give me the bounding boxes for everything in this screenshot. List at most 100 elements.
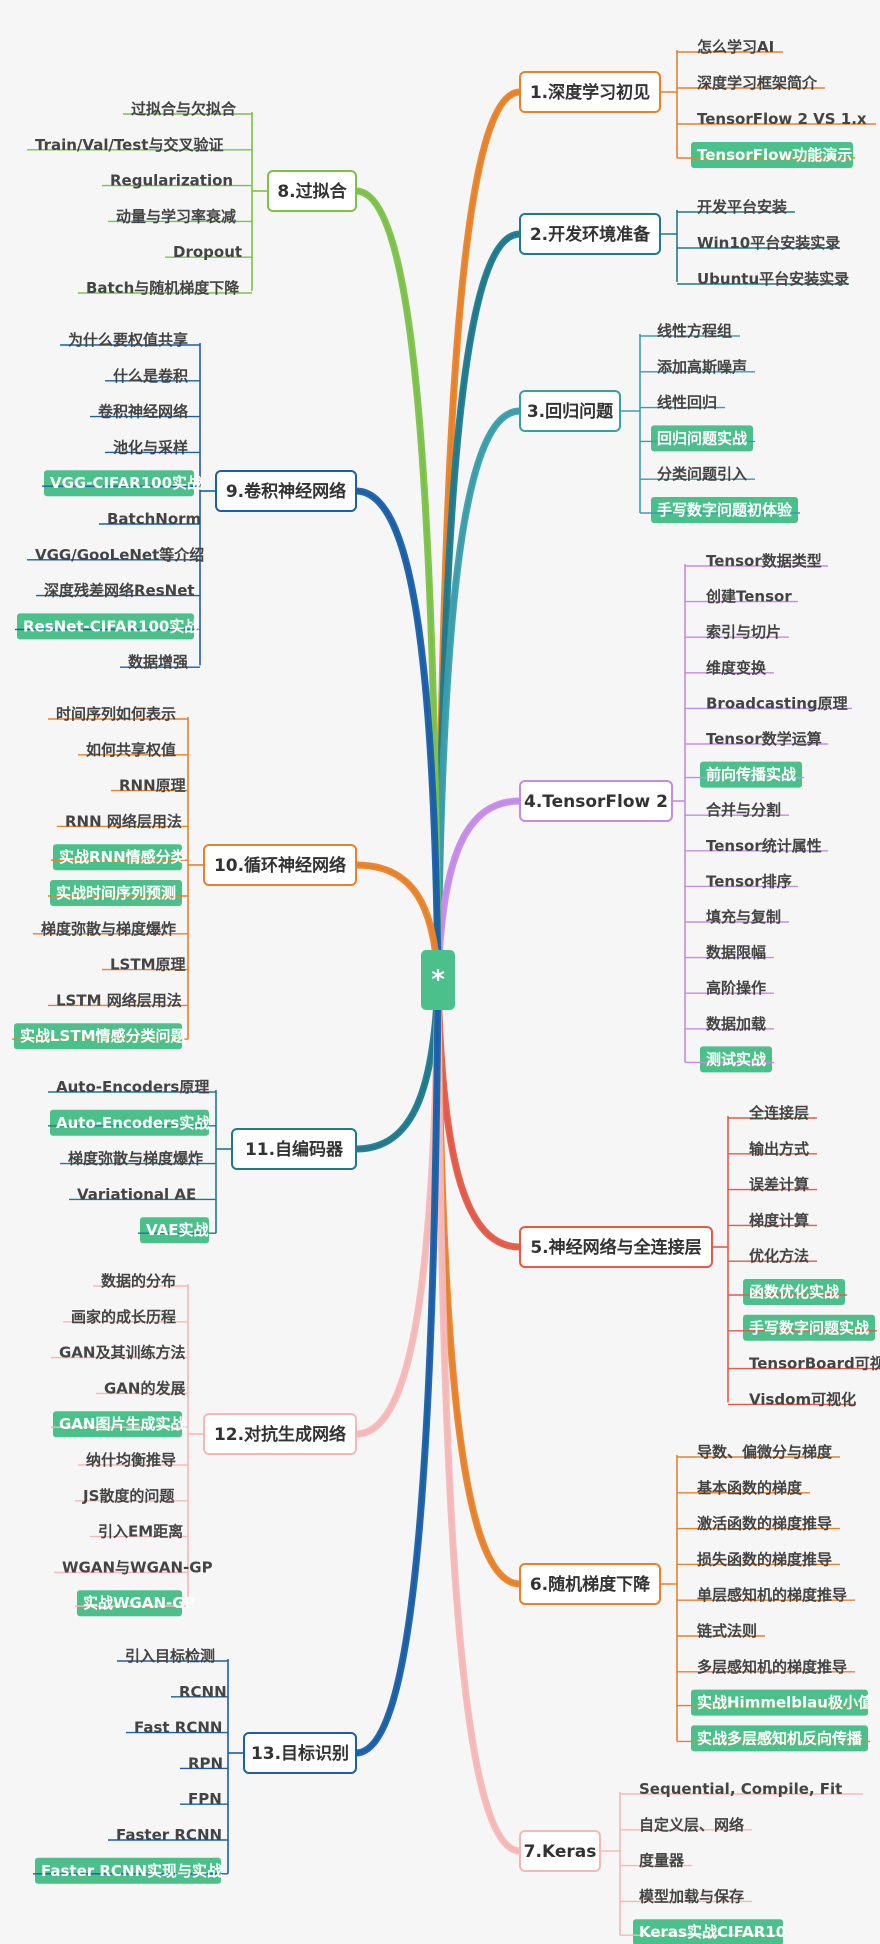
topic-item[interactable]: 基本函数的梯度 — [677, 1479, 810, 1497]
topic-item[interactable]: 梯度弥散与梯度爆炸 — [60, 1150, 216, 1168]
topic-item[interactable]: 开发平台安装 — [677, 198, 795, 216]
topic-item[interactable]: Broadcasting原理 — [685, 694, 852, 712]
topic-item[interactable]: 池化与采样 — [105, 438, 200, 456]
topic-item[interactable]: BatchNorm — [99, 510, 201, 528]
topic-item[interactable]: 高阶操作 — [685, 979, 774, 997]
topic-item[interactable]: RPN — [180, 1754, 228, 1772]
topic-item[interactable]: 实战WGAN-GP — [75, 1590, 196, 1617]
topic-item[interactable]: RNN 网络层用法 — [57, 812, 188, 830]
center-node[interactable]: * — [421, 950, 455, 1010]
topic-item[interactable]: 导数、偏微分与梯度 — [677, 1443, 840, 1461]
topic-item[interactable]: 数据限幅 — [685, 944, 774, 962]
topic-item[interactable]: 全连接层 — [728, 1104, 817, 1122]
topic-item[interactable]: 数据的分布 — [93, 1272, 188, 1290]
topic-item[interactable]: LSTM 网络层用法 — [48, 991, 188, 1009]
topic-item[interactable]: GAN及其训练方法 — [51, 1344, 188, 1362]
topic-item[interactable]: Batch与随机梯度下降 — [78, 279, 252, 297]
topic-item[interactable]: 回归问题实战 — [640, 425, 755, 452]
topic-item[interactable]: 深度残差网络ResNet — [36, 582, 200, 600]
topic-item[interactable]: 手写数字问题初体验 — [640, 497, 800, 523]
topic-item[interactable]: Regularization — [102, 172, 252, 190]
topic-item[interactable]: 模型加载与保存 — [620, 1887, 752, 1905]
topic-item[interactable]: 手写数字问题实战 — [728, 1314, 877, 1341]
topic-item[interactable]: Ubuntu平台安装实录 — [677, 270, 849, 288]
topic-item[interactable]: JS散度的问题 — [75, 1487, 188, 1505]
topic-item[interactable]: 引入目标检测 — [117, 1647, 228, 1665]
topic-item[interactable]: Tensor数据类型 — [685, 552, 828, 570]
topic-item[interactable]: 输出方式 — [728, 1140, 817, 1158]
topic-item[interactable]: Auto-Encoders实战 — [48, 1109, 216, 1136]
topic-item[interactable]: 创建Tensor — [685, 588, 798, 606]
topic-item[interactable]: Variational AE — [69, 1185, 216, 1203]
topic-item[interactable]: 画家的成长历程 — [63, 1308, 188, 1326]
topic-item[interactable]: TensorBoard可视化 — [728, 1355, 880, 1373]
topic-item[interactable]: GAN图片生成实战 — [51, 1411, 188, 1438]
topic-item[interactable]: 激活函数的梯度推导 — [677, 1515, 840, 1533]
topic-item[interactable]: GAN的发展 — [96, 1379, 188, 1397]
topic-item[interactable]: Tensor数学运算 — [685, 730, 828, 748]
topic-item[interactable]: FPN — [180, 1790, 228, 1808]
topic-item[interactable]: 测试实战 — [685, 1046, 774, 1073]
topic-item[interactable]: 优化方法 — [728, 1247, 817, 1265]
topic-item[interactable]: Auto-Encoders原理 — [48, 1078, 216, 1096]
topic-item[interactable]: 梯度弥散与梯度爆炸 — [33, 920, 188, 938]
topic-item[interactable]: Keras实战CIFAR10 — [620, 1919, 786, 1944]
topic-item[interactable]: 线性回归 — [640, 394, 725, 412]
topic-item[interactable]: Dropout — [165, 243, 252, 261]
topic-item[interactable]: VGG-CIFAR100实战 — [42, 470, 202, 497]
topic-item[interactable]: 如何共享权值 — [78, 741, 188, 759]
topic-item[interactable]: 实战RNN情感分类 — [51, 844, 188, 871]
topic-item[interactable]: 实战多层感知机反向传播 — [677, 1725, 870, 1752]
topic-item[interactable]: 实战Himmelblau极小值 — [677, 1689, 873, 1716]
topic-item[interactable]: Visdom可视化 — [728, 1390, 856, 1408]
topic-item[interactable]: 填充与复制 — [685, 908, 789, 926]
topic-item[interactable]: Tensor统计属性 — [685, 837, 828, 855]
topic-item[interactable]: LSTM原理 — [102, 956, 188, 974]
topic-item[interactable]: VGG/GooLeNet等介绍 — [27, 546, 204, 564]
topic-item[interactable]: 索引与切片 — [685, 623, 789, 641]
topic-item[interactable]: ResNet-CIFAR100实战 — [15, 613, 200, 640]
topic-item[interactable]: 数据加载 — [685, 1015, 774, 1033]
topic-item[interactable]: 多层感知机的梯度推导 — [677, 1658, 855, 1676]
topic-item[interactable]: Tensor排序 — [685, 872, 798, 890]
center-node-box[interactable] — [421, 950, 455, 1010]
topic-item[interactable]: Train/Val/Test与交叉验证 — [27, 136, 252, 154]
topic-item[interactable]: 什么是卷积 — [105, 367, 200, 385]
topic-item[interactable]: 为什么要权值共享 — [60, 331, 200, 349]
topic-item[interactable]: 过拟合与欠拟合 — [123, 100, 252, 118]
topic-item[interactable]: RCNN — [171, 1683, 228, 1701]
topic-item[interactable]: 引入EM距离 — [90, 1523, 188, 1541]
topic-item[interactable]: TensorFlow功能演示 — [677, 142, 855, 168]
topic-item[interactable]: 线性方程组 — [640, 322, 740, 340]
topic-item[interactable]: Fast RCNN — [126, 1719, 228, 1737]
topic-item[interactable]: VAE实战 — [138, 1217, 216, 1244]
topic-item[interactable]: 添加高斯噪声 — [640, 358, 755, 376]
topic-item[interactable]: 损失函数的梯度推导 — [677, 1550, 840, 1568]
topic-item[interactable]: 动量与学习率衰减 — [108, 207, 252, 225]
topic-item[interactable]: 梯度计算 — [728, 1211, 817, 1229]
topic-item[interactable]: 分类问题引入 — [640, 465, 755, 483]
topic-item[interactable]: Sequential, Compile, Fit — [620, 1780, 863, 1798]
topic-item[interactable]: 纳什均衡推导 — [78, 1451, 188, 1469]
topic-item[interactable]: 实战LSTM情感分类问题 — [12, 1023, 188, 1050]
topic-item[interactable]: 函数优化实战 — [728, 1279, 847, 1305]
topic-item[interactable]: 时间序列如何表示 — [48, 705, 188, 723]
topic-item[interactable]: 单层感知机的梯度推导 — [677, 1586, 855, 1604]
topic-item[interactable]: 卷积神经网络 — [90, 403, 200, 421]
topic-item[interactable]: Win10平台安装实录 — [677, 234, 840, 252]
topic-item[interactable]: 前向传播实战 — [685, 761, 804, 788]
topic-item[interactable]: 深度学习框架简介 — [677, 74, 825, 92]
topic-item[interactable]: TensorFlow 2 VS 1.x — [677, 110, 876, 128]
topic-item[interactable]: 合并与分割 — [685, 801, 789, 819]
topic-item[interactable]: 自定义层、网络 — [620, 1816, 752, 1834]
topic-item[interactable]: Faster RCNN实现与实战 — [33, 1857, 228, 1884]
topic-item[interactable]: 数据增强 — [120, 653, 200, 671]
topic-item[interactable]: 误差计算 — [728, 1176, 817, 1194]
topic-item[interactable]: RNN原理 — [111, 777, 188, 795]
topic-item[interactable]: WGAN与WGAN-GP — [54, 1558, 213, 1576]
topic-item[interactable]: 实战时间序列预测 — [48, 880, 188, 906]
topic-item[interactable]: 度量器 — [620, 1852, 692, 1870]
topic-item[interactable]: 怎么学习AI — [677, 38, 783, 56]
topic-item[interactable]: 链式法则 — [677, 1622, 765, 1640]
topic-item[interactable]: Faster RCNN — [108, 1826, 228, 1844]
